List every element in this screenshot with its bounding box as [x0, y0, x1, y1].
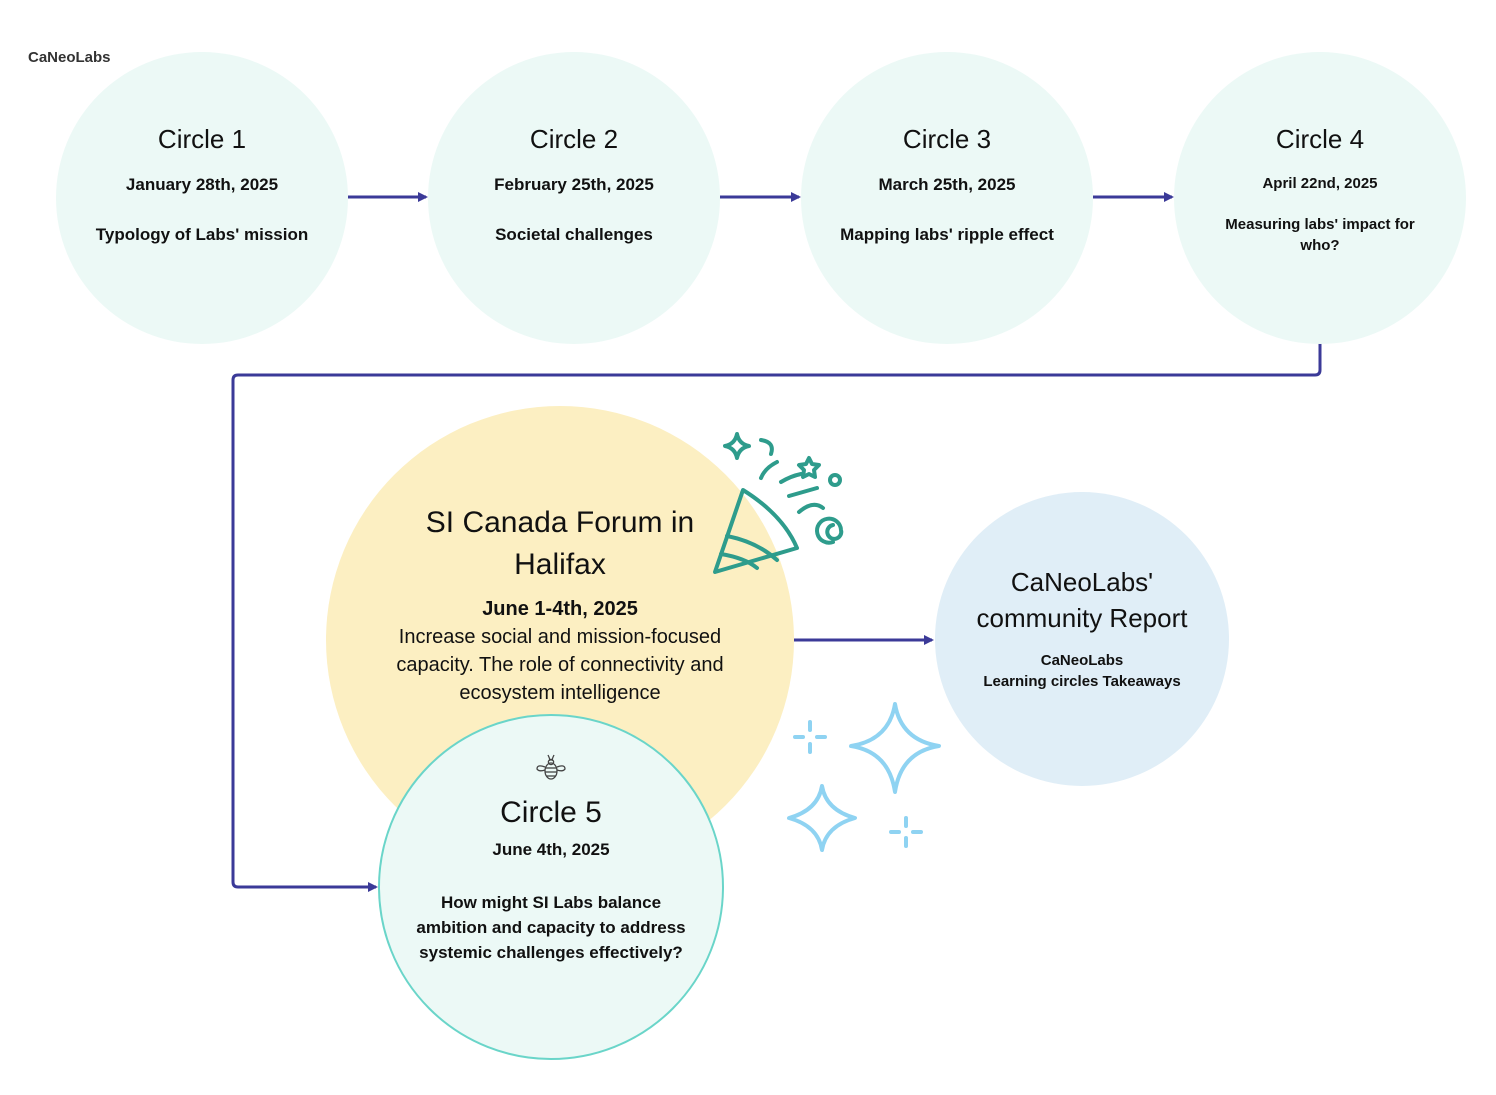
forum-description: Increase social and mission-focused capa… [396, 626, 724, 704]
circle-2-node: Circle 2 February 25th, 2025 Societal ch… [428, 52, 720, 344]
circle-1-topic: Typology of Labs' mission [95, 225, 309, 244]
sparkle-icon [787, 702, 941, 852]
circle-5-title: Circle 5 [500, 796, 602, 829]
circle-2-title: Circle 2 [529, 124, 619, 154]
circle-3-node: Circle 3 March 25th, 2025 Mapping labs' … [801, 52, 1093, 344]
report-node: CaNeoLabs' community Report CaNeoLabs Le… [935, 492, 1229, 786]
circle-2-topic: Societal challenges [495, 225, 653, 244]
report-title: CaNeoLabs' community Report [976, 567, 1188, 633]
forum-title: SI Canada Forum in Halifax [425, 506, 695, 581]
circle-4-title: Circle 4 [1275, 124, 1365, 154]
party-popper-icon [713, 432, 844, 574]
brand-logo: CaNeoLabs [28, 49, 111, 66]
arrow-circle4-to-circle5 [231, 343, 1322, 892]
circle-1-title: Circle 1 [157, 124, 247, 154]
circle-4-node: Circle 4 April 22nd, 2025 Measuring labs… [1174, 52, 1466, 344]
circle-3-title: Circle 3 [902, 124, 992, 154]
bee-icon [536, 754, 566, 780]
forum-date: June 1-4th, 2025 [482, 598, 638, 620]
circle-5-date: June 4th, 2025 [492, 840, 610, 859]
report-subtitle-line-2: Learning circles Takeaways [983, 673, 1181, 690]
circle-2-date: February 25th, 2025 [494, 175, 654, 194]
circle-1-node: Circle 1 January 28th, 2025 Typology of … [56, 52, 348, 344]
report-subtitle-line-1: CaNeoLabs [1040, 652, 1124, 669]
circle-5-node: Circle 5 June 4th, 2025 How might SI Lab… [378, 714, 724, 1060]
circle-5-topic: How might SI Labs balance ambition and c… [416, 893, 686, 962]
circle-3-topic: Mapping labs' ripple effect [840, 225, 1054, 244]
report-subtitle: CaNeoLabs Learning circles Takeaways [983, 650, 1180, 692]
circle-1-date: January 28th, 2025 [125, 175, 279, 194]
circle-3-date: March 25th, 2025 [878, 175, 1016, 194]
circle-4-date: April 22nd, 2025 [1262, 175, 1378, 192]
circle-4-topic: Measuring labs' impact for who? [1225, 216, 1415, 254]
